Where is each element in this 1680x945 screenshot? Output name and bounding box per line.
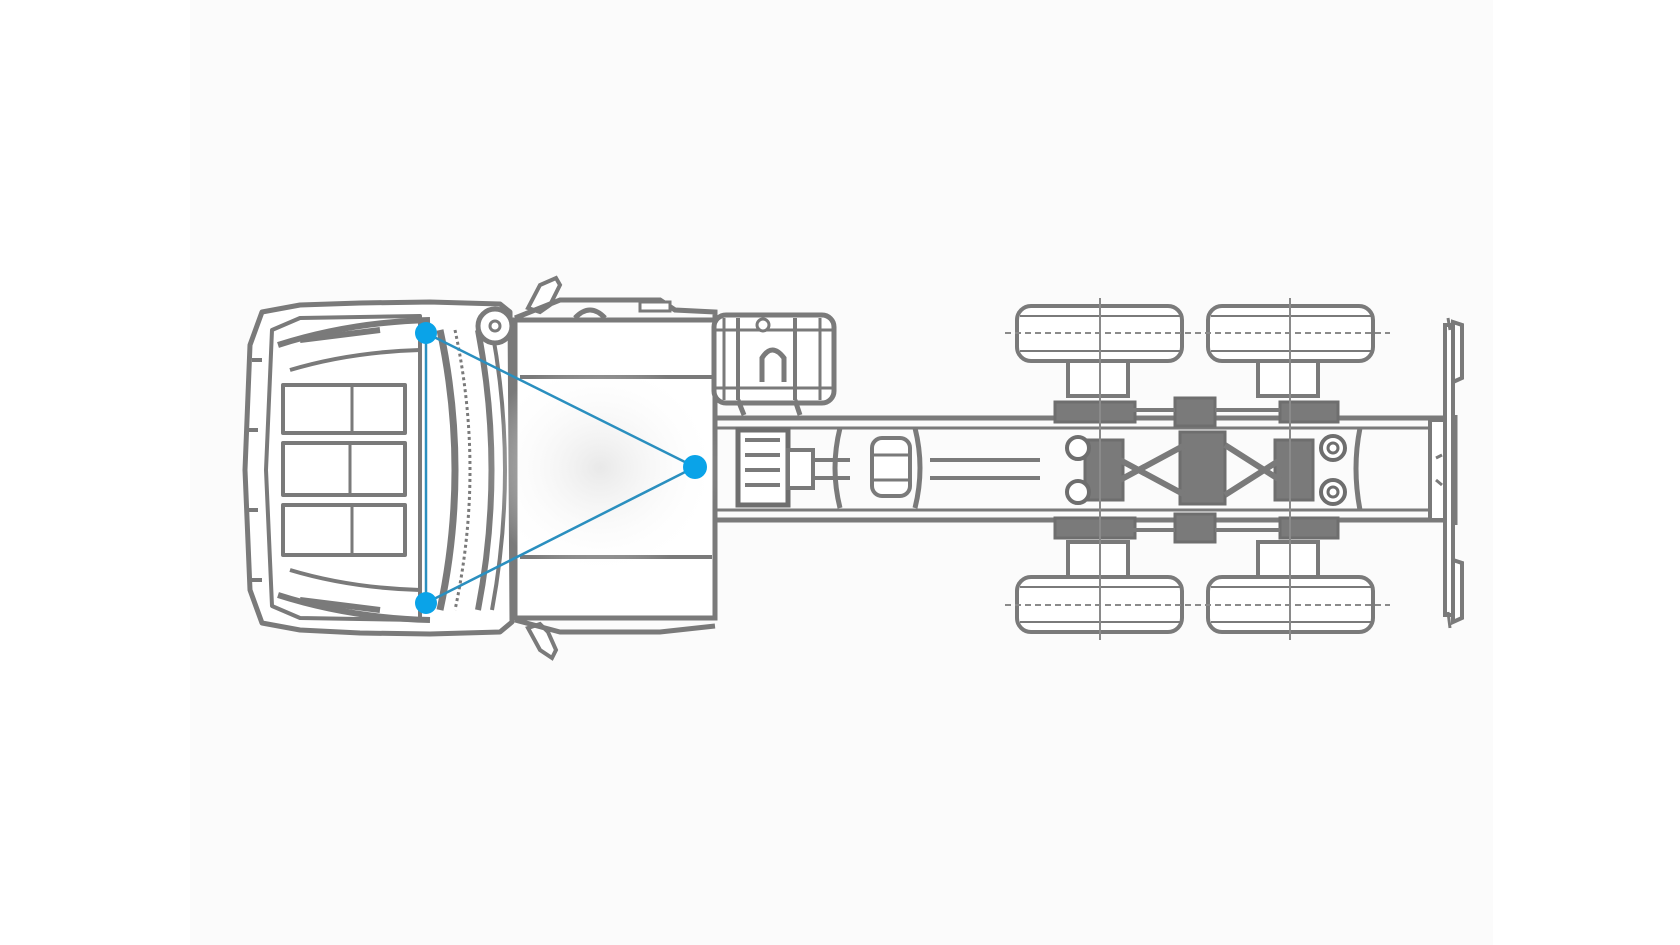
rear-suspension bbox=[1053, 396, 1363, 544]
sensor-point-rear-center[interactable] bbox=[683, 455, 707, 479]
wheel-centerlines bbox=[1005, 298, 1390, 640]
mirrors bbox=[525, 275, 563, 661]
sensor-overlay bbox=[415, 322, 707, 614]
cab-glow bbox=[480, 358, 720, 578]
transmission bbox=[735, 427, 1040, 509]
sensor-point-front-left[interactable] bbox=[415, 322, 437, 344]
sensor-link-right-rear bbox=[425, 465, 696, 605]
rear-bumper bbox=[1435, 317, 1464, 629]
truck-cab bbox=[242, 299, 515, 637]
fuel-tank bbox=[711, 312, 837, 416]
sensor-link-left-rear bbox=[425, 331, 696, 469]
cab-hinge bbox=[475, 306, 515, 346]
sensor-point-front-right[interactable] bbox=[415, 592, 437, 614]
